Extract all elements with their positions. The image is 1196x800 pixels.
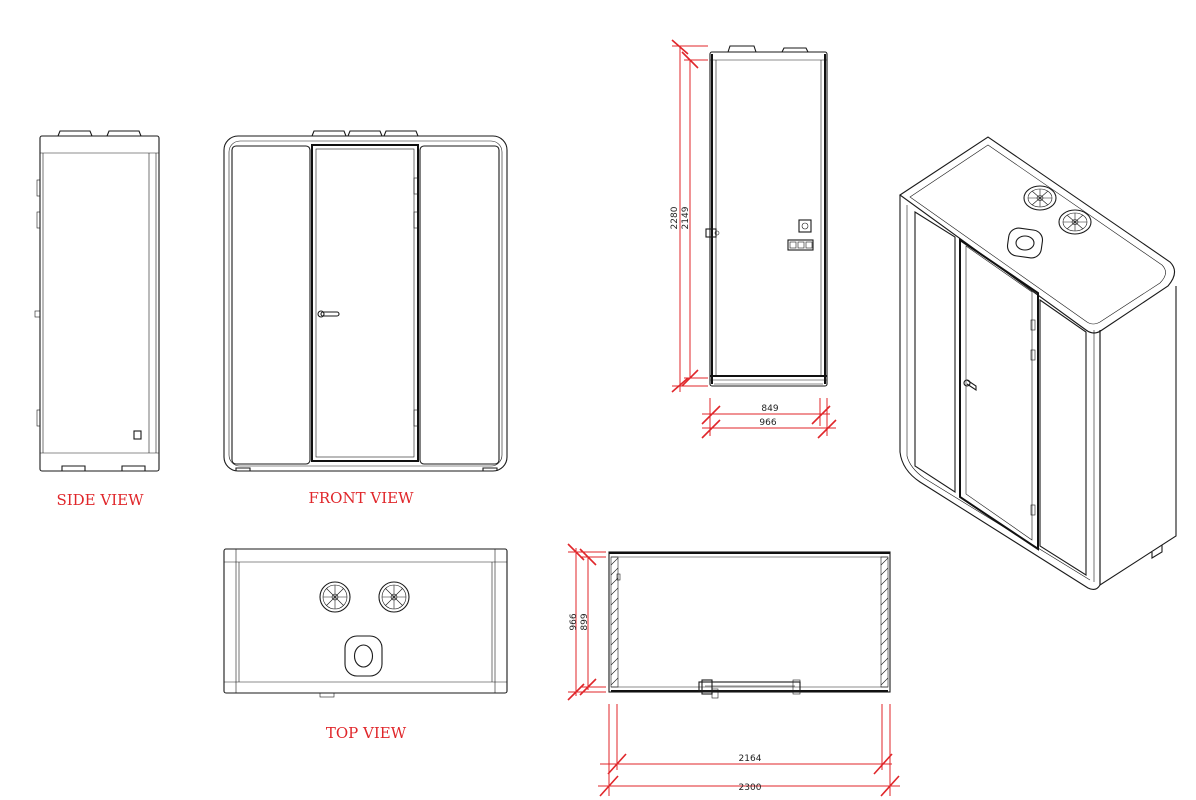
fan-icon [378, 581, 410, 613]
width-outer-dimension: 2300 [739, 783, 762, 793]
height-outer-dimension: 2280 [670, 206, 680, 229]
depth-dimensions [701, 398, 837, 439]
plan-depth-inner-dimension: 899 [580, 613, 590, 630]
plan-depth-outer-dimension: 966 [569, 613, 579, 630]
isometric-view [899, 136, 1177, 591]
width-inner-dimension: 2164 [739, 754, 762, 764]
top-view-label: TOP VIEW [326, 724, 407, 742]
side-elevation [705, 45, 828, 387]
plan-view [608, 551, 891, 699]
light-icon [344, 635, 383, 677]
plan-depth-dimensions [567, 543, 606, 701]
height-inner-dimension: 2149 [681, 206, 691, 229]
side-view [34, 130, 160, 472]
top-view [223, 548, 508, 698]
depth-inner-dimension: 849 [761, 404, 778, 414]
light-icon [1006, 227, 1044, 259]
plan-width-dimensions [598, 704, 900, 797]
fan-icon [1023, 185, 1057, 211]
fan-icon [319, 581, 351, 613]
front-view-label: FRONT VIEW [308, 489, 414, 507]
depth-outer-dimension: 966 [759, 418, 776, 428]
side-view-label: SIDE VIEW [56, 491, 144, 509]
front-view [223, 130, 508, 472]
fan-icon [1058, 209, 1092, 235]
height-dimensions [671, 39, 708, 393]
